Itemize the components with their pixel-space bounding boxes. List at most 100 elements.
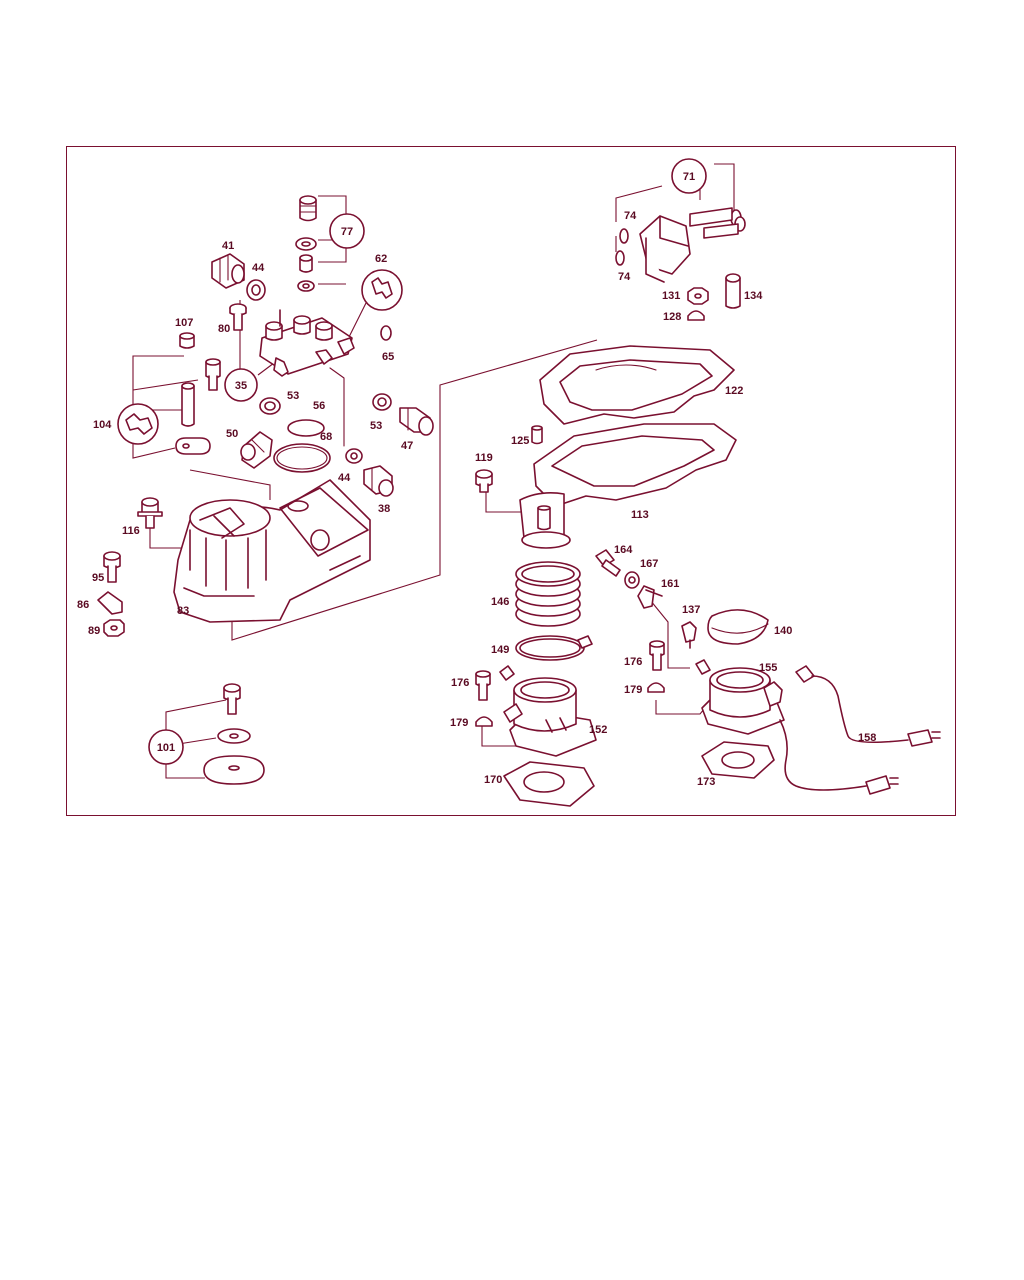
label-164: 164 xyxy=(614,544,633,556)
part-74-washer-top xyxy=(619,228,629,244)
part-176-bolt-left xyxy=(475,670,491,701)
part-35-distributor-head xyxy=(259,309,355,377)
part-152-throttle-body xyxy=(499,665,597,757)
part-179-washer-right xyxy=(647,682,665,693)
label-167: 167 xyxy=(640,558,658,570)
label-131: 131 xyxy=(662,290,680,302)
part-119-plug xyxy=(475,469,493,493)
callout-77: 77 xyxy=(329,213,365,249)
part-83-housing xyxy=(173,479,371,623)
label-38: 38 xyxy=(378,503,390,515)
part-41-fitting xyxy=(211,253,245,289)
label-149: 149 xyxy=(491,644,509,656)
part-104-screw xyxy=(175,358,221,455)
label-161: 161 xyxy=(661,578,679,590)
part-173-gasket xyxy=(701,741,775,779)
part-number-labels: 41 44 107 80 62 65 104 53 56 50 68 53 47… xyxy=(77,210,876,788)
part-107-plug xyxy=(179,332,195,349)
label-176-right: 176 xyxy=(624,656,642,668)
label-128: 128 xyxy=(663,311,681,323)
part-71-sensor xyxy=(639,207,746,283)
label-116: 116 xyxy=(122,525,140,537)
label-134: 134 xyxy=(744,290,763,302)
label-140: 140 xyxy=(774,625,792,637)
part-158-wiring-harness xyxy=(779,665,941,795)
part-74-washer-bottom xyxy=(615,250,625,266)
part-68-oring xyxy=(273,443,331,473)
part-113-intake-manifold xyxy=(519,423,737,549)
part-122-gasket xyxy=(539,345,735,425)
part-161-lever xyxy=(637,585,663,609)
part-128-washer xyxy=(687,310,705,321)
part-149-clamp xyxy=(515,635,593,661)
label-68: 68 xyxy=(320,431,332,443)
label-146: 146 xyxy=(491,596,509,608)
label-50: 50 xyxy=(226,428,238,440)
pipe-line xyxy=(329,367,345,447)
diagram-frame xyxy=(66,146,956,816)
part-125-dowel xyxy=(531,425,543,445)
part-56-oring xyxy=(287,419,325,437)
part-38-fitting xyxy=(363,465,394,497)
callout-35: 35 xyxy=(224,368,258,402)
label-65: 65 xyxy=(382,351,394,363)
svg-text:101: 101 xyxy=(157,742,175,754)
part-137-clip xyxy=(681,621,697,649)
part-47-fitting xyxy=(399,407,434,436)
part-131-nut xyxy=(687,287,709,305)
label-179-right: 179 xyxy=(624,684,642,696)
part-155-throttle-body xyxy=(695,659,785,735)
wrench-icon-62 xyxy=(361,269,403,341)
part-101-mount-group xyxy=(203,683,265,785)
part-164-bolt xyxy=(595,549,621,577)
part-116-bolt xyxy=(137,497,163,529)
label-53-right: 53 xyxy=(370,420,382,432)
part-86-clip xyxy=(97,591,123,615)
part-44-washer-lower xyxy=(345,448,363,464)
label-95: 95 xyxy=(92,572,104,584)
part-80-bolt xyxy=(229,303,247,331)
part-89-nut xyxy=(103,619,125,637)
label-47: 47 xyxy=(401,440,413,452)
callout-71: 71 xyxy=(671,158,707,194)
label-86: 86 xyxy=(77,599,89,611)
part-146-bellow xyxy=(515,561,581,627)
part-50-fitting xyxy=(240,431,273,469)
label-56: 56 xyxy=(313,400,325,412)
part-44-washer xyxy=(246,279,266,301)
label-107: 107 xyxy=(175,317,193,329)
label-89: 89 xyxy=(88,625,100,637)
leader-lines xyxy=(132,163,735,779)
label-44-lower: 44 xyxy=(338,472,351,484)
label-119: 119 xyxy=(475,452,493,464)
part-140-ring xyxy=(707,609,769,645)
label-74-top: 74 xyxy=(624,210,637,222)
label-158: 158 xyxy=(858,732,876,744)
label-113: 113 xyxy=(631,509,649,521)
label-62: 62 xyxy=(375,253,387,265)
label-152: 152 xyxy=(589,724,607,736)
label-122: 122 xyxy=(725,385,743,397)
part-53-seal-right xyxy=(372,393,392,411)
wrench-icon-104 xyxy=(117,403,159,445)
callout-101: 101 xyxy=(148,729,184,765)
label-179-left: 179 xyxy=(450,717,468,729)
part-77-valve-stack xyxy=(295,195,317,292)
label-137: 137 xyxy=(682,604,700,616)
label-80: 80 xyxy=(218,323,230,335)
part-170-gasket xyxy=(503,761,595,807)
part-95-bolt xyxy=(103,551,121,583)
label-176-left: 176 xyxy=(451,677,469,689)
label-125: 125 xyxy=(511,435,529,447)
svg-text:35: 35 xyxy=(235,380,247,392)
label-41: 41 xyxy=(222,240,234,252)
part-167-washer xyxy=(624,571,640,589)
label-170: 170 xyxy=(484,774,502,786)
label-173: 173 xyxy=(697,776,715,788)
label-44-top: 44 xyxy=(252,262,265,274)
label-83: 83 xyxy=(177,605,189,617)
part-53-seal-left xyxy=(259,397,281,415)
part-179-washer-left xyxy=(475,716,493,727)
part-134-sleeve xyxy=(725,273,741,309)
